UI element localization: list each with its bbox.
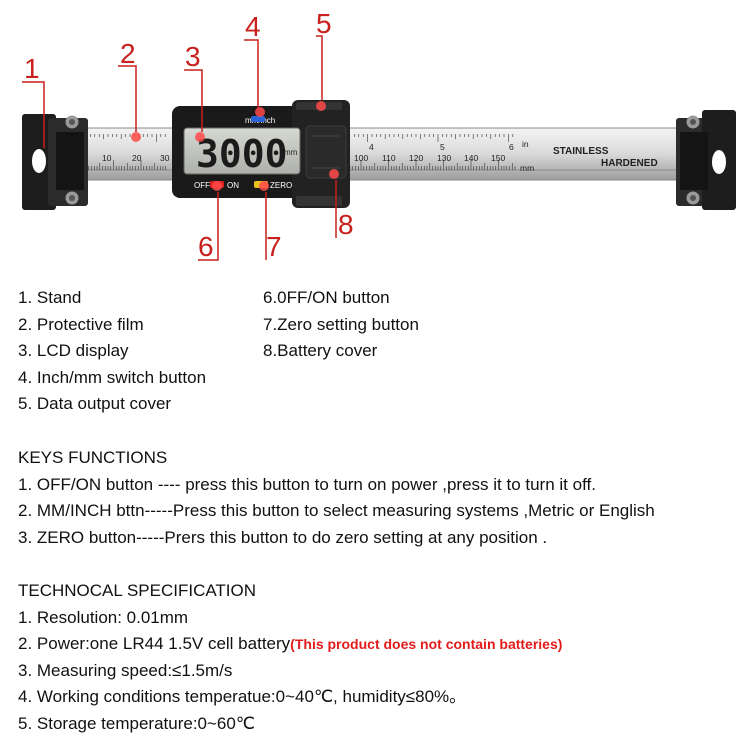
key-function-item: 1. OFF/ON button ---- press this button … xyxy=(18,474,596,494)
scale-label-mm-140: 140 xyxy=(464,153,478,163)
spec-item: 5. Storage temperature:0~60℃ xyxy=(18,713,255,733)
callout-7: 7 xyxy=(266,231,282,262)
plate-stainless: STAINLESS xyxy=(553,146,609,157)
part-item: 2. Protective film xyxy=(18,314,144,334)
callout-5: 5 xyxy=(316,8,332,39)
scale-label-mm-10: 10 xyxy=(102,153,112,163)
spec-item: 3. Measuring speed:≤1.5m/s xyxy=(18,660,233,680)
scale-label-mm-120: 120 xyxy=(409,153,423,163)
callout-6: 6 xyxy=(198,231,214,262)
scale-label-in-6: 6 xyxy=(509,142,514,152)
unit-in-label: in xyxy=(522,139,529,149)
callout-2: 2 xyxy=(120,38,136,69)
mm-scale-ticks xyxy=(85,160,516,170)
key-function-item: 3. ZERO button-----Prers this button to … xyxy=(18,527,548,547)
battery-cover xyxy=(305,125,347,179)
part-item: 1. Stand xyxy=(18,288,82,307)
keys-functions-section: KEYS FUNCTIONS 1. OFF/ON button ---- pre… xyxy=(18,445,655,551)
parts-list-left: 1. Stand 2. Protective film 3. LCD displ… xyxy=(18,285,206,418)
spec-item-power: 2. Power:one LR44 1.5V cell battery(This… xyxy=(18,631,562,658)
callout-1: 1 xyxy=(24,53,40,84)
parts-list-right: 6.0FF/ON button 7.Zero setting button 8.… xyxy=(263,285,419,365)
plate-hardened: HARDENED xyxy=(601,158,658,169)
zero-label: ZERO xyxy=(270,181,292,190)
spec-power-text: 2. Power:one LR44 1.5V cell battery xyxy=(18,634,291,653)
keys-functions-title: KEYS FUNCTIONS xyxy=(18,448,168,467)
part-item: 7.Zero setting button xyxy=(263,314,419,334)
part-item: 6.0FF/ON button xyxy=(263,288,390,307)
parts-list: 1. Stand 2. Protective film 3. LCD displ… xyxy=(18,285,738,425)
callout-8: 8 xyxy=(338,209,354,240)
battery-note: (This product does not contain batteries… xyxy=(290,636,563,652)
scale-label-mm-130: 130 xyxy=(437,153,451,163)
lcd-reading: 3000 xyxy=(196,132,288,176)
left-stand xyxy=(22,114,88,210)
spec-title: TECHNOCAL SPECIFICATION xyxy=(18,581,257,600)
on-label: ON xyxy=(227,181,239,190)
part-item: 4. Inch/mm switch button xyxy=(18,367,207,387)
scale-label-in-4: 4 xyxy=(369,142,374,152)
callout-3: 3 xyxy=(185,41,201,72)
key-function-item: 2. MM/INCH bttn-----Press this button to… xyxy=(18,501,655,520)
callout-4: 4 xyxy=(245,11,261,42)
spec-item: 4. Working conditions temperatue:0~40℃, … xyxy=(18,687,467,706)
scale-label-mm-30: 30 xyxy=(160,153,170,163)
spec-item: 1. Resolution: 0.01mm xyxy=(18,607,189,627)
spec-section: TECHNOCAL SPECIFICATION 1. Resolution: 0… xyxy=(18,578,562,737)
mm-inch-button[interactable] xyxy=(251,116,265,122)
inch-scale-ticks xyxy=(85,134,514,142)
unit-mm-label: mm xyxy=(520,163,534,173)
off-label: OFF xyxy=(194,181,210,190)
lcd-unit: mm xyxy=(284,148,298,157)
leader-lines xyxy=(22,35,337,261)
scale-label-mm-100: 100 xyxy=(354,153,368,163)
right-stand xyxy=(676,110,736,210)
scale-label-mm-20: 20 xyxy=(132,153,142,163)
lcd-display xyxy=(183,127,301,175)
part-item: 8.Battery cover xyxy=(263,341,378,360)
caliper-diagram: 10 20 30 100 110 120 130 140 150 4 5 6 i… xyxy=(22,8,736,262)
part-item: 5. Data output cover xyxy=(18,394,172,413)
part-item: 3. LCD display xyxy=(18,341,129,360)
scale-label-mm-150: 150 xyxy=(491,153,505,163)
scale-label-in-5: 5 xyxy=(440,142,445,152)
scale-label-mm-110: 110 xyxy=(382,153,396,163)
